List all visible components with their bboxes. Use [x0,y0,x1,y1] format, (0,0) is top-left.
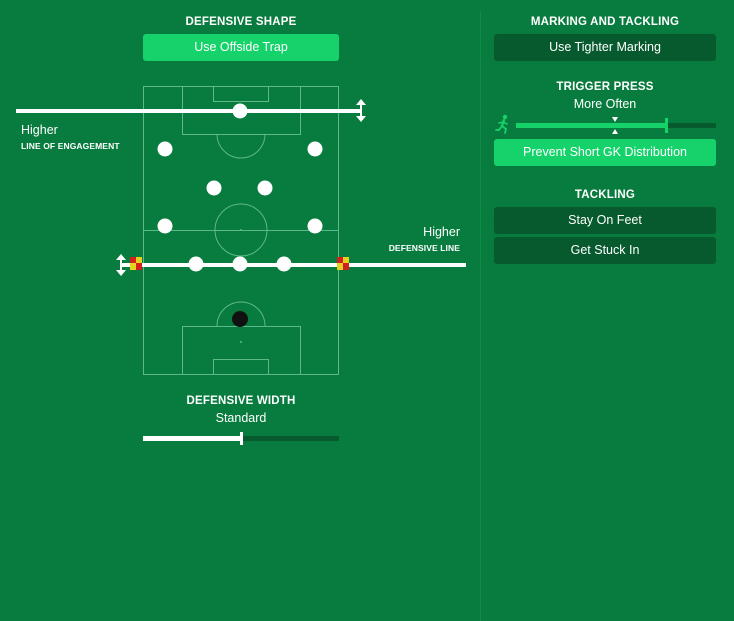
defensive-width-slider-fill [143,436,241,441]
line-of-engagement-value: Higher [21,123,58,137]
tackling-heading: TACKLING [574,189,636,201]
line-of-engagement-caption: LINE OF ENGAGEMENT [21,141,120,151]
defensive-width-slider-track[interactable] [143,432,339,445]
marking-and-tackling-heading: MARKING AND TACKLING [530,16,680,28]
trigger-press-slider-thumb[interactable] [665,118,668,133]
trigger-press-heading: TRIGGER PRESS [556,81,654,93]
player-right-midfielder [307,218,323,234]
offside-flag-icon [337,257,349,270]
defensive-width-slider-thumb[interactable] [240,432,243,445]
defensive-shape-heading: DEFENSIVE SHAPE [185,16,297,28]
player-striker [232,103,248,119]
trigger-press-value: More Often [573,97,637,111]
team-default-marker-icon [612,117,618,134]
player-central-midfielder [257,180,273,196]
line-of-engagement-line[interactable] [16,109,361,113]
tighter-marking-button[interactable]: Use Tighter Marking [494,34,716,61]
player-right-winger [307,141,323,157]
defensive-line-line[interactable] [120,263,466,267]
player-centre-back [276,256,292,272]
player-centre-back [232,256,248,272]
prevent-short-gk-distribution-button[interactable]: Prevent Short GK Distribution [494,139,716,166]
panel-divider [480,12,481,621]
defensive-width-heading: DEFENSIVE WIDTH [186,395,296,407]
trigger-press-slider-fill [516,123,666,128]
defensive-width-value: Standard [215,411,267,425]
player-goalkeeper [232,311,248,327]
trigger-press-slider-track[interactable] [516,117,716,134]
stay-on-feet-button[interactable]: Stay On Feet [494,207,716,234]
player-central-midfielder [206,180,222,196]
running-player-icon [495,114,508,134]
player-left-midfielder [157,218,173,234]
line-of-engagement-drag-handle[interactable] [356,99,366,122]
offside-trap-button[interactable]: Use Offside Trap [143,34,339,61]
defensive-line-caption: DEFENSIVE LINE [388,243,460,253]
player-centre-back [188,256,204,272]
get-stuck-in-button[interactable]: Get Stuck In [494,237,716,264]
offside-flag-icon [130,257,142,270]
defensive-line-drag-handle[interactable] [116,254,126,276]
defensive-line-value: Higher [423,225,460,239]
tactics-pitch [16,86,466,375]
player-left-winger [157,141,173,157]
